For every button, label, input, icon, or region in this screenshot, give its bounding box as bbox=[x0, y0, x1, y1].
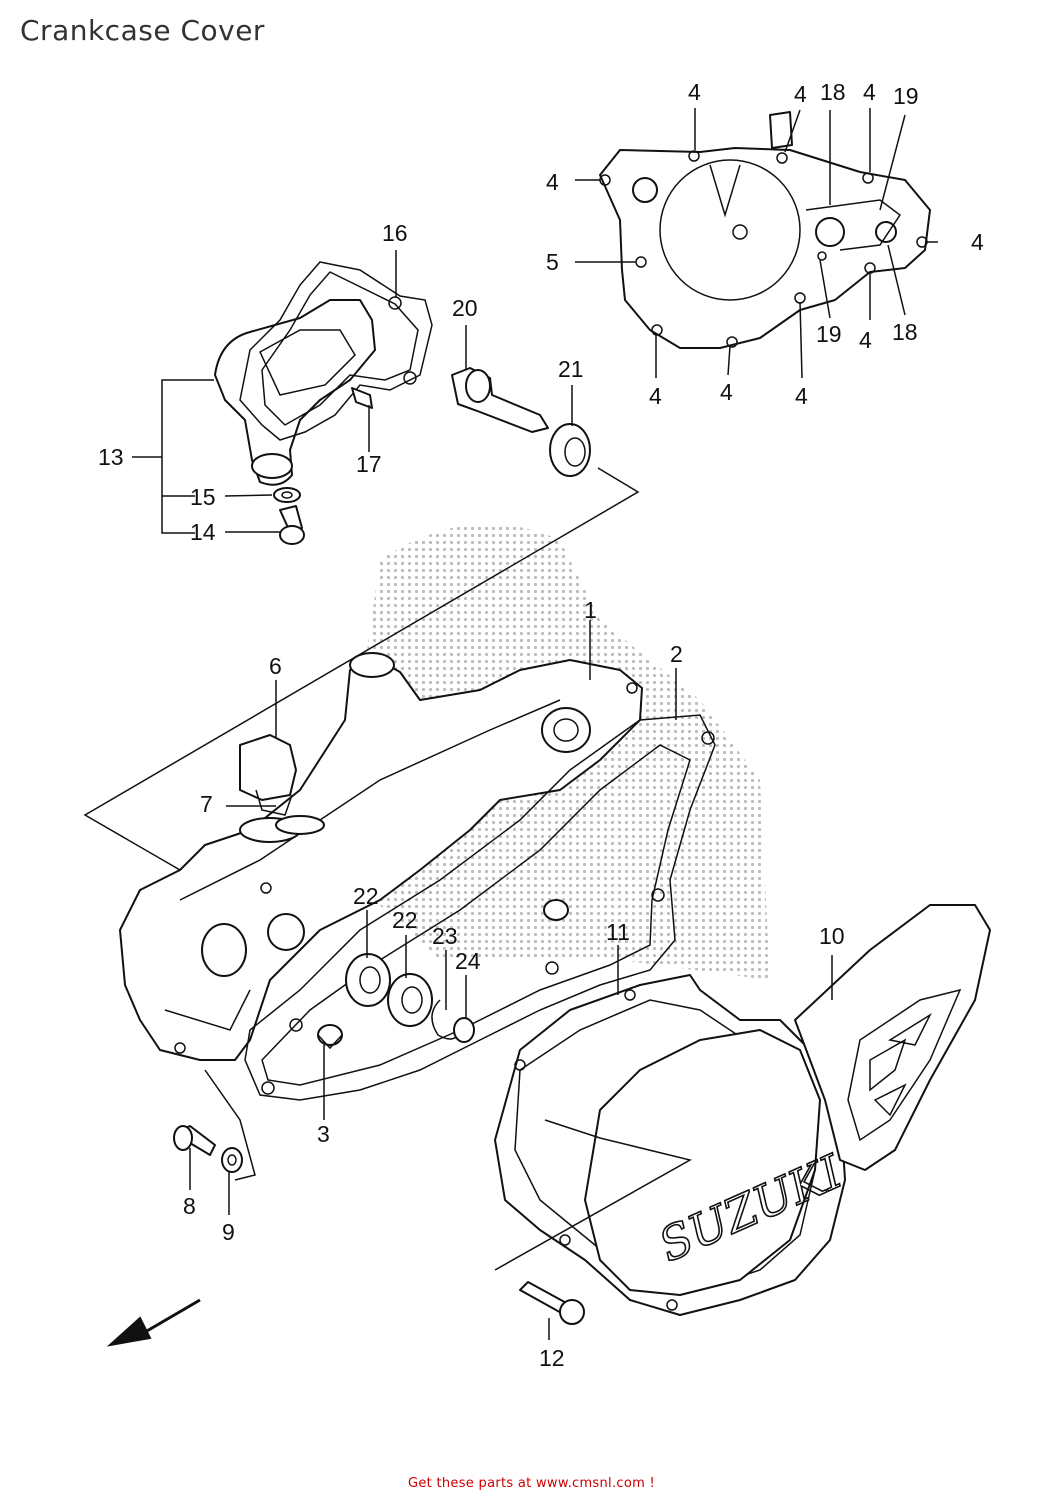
dowel-pin-3-part bbox=[317, 1024, 343, 1050]
callout-4e: 4 bbox=[971, 229, 984, 255]
bearing-22a-part bbox=[345, 953, 391, 1007]
page-title: Crankcase Cover bbox=[20, 14, 265, 47]
callout-9: 9 bbox=[222, 1219, 235, 1245]
washer-15-part bbox=[273, 487, 301, 503]
callout-17: 17 bbox=[356, 451, 382, 477]
bolt-8-part bbox=[173, 1125, 216, 1156]
callout-4f: 4 bbox=[859, 327, 872, 353]
inner-cover-part bbox=[599, 111, 931, 349]
oil-seal-21-part bbox=[549, 423, 591, 477]
washer-9-part bbox=[221, 1147, 243, 1173]
o-ring-7-part bbox=[275, 815, 325, 835]
callout-7: 7 bbox=[200, 791, 213, 817]
callout-19b: 19 bbox=[816, 321, 842, 347]
water-pump-gasket-part bbox=[239, 261, 433, 441]
leader-lines bbox=[83, 108, 938, 1340]
callout-13: 13 bbox=[98, 444, 124, 470]
callout-6: 6 bbox=[269, 653, 282, 679]
callout-18b: 18 bbox=[892, 319, 918, 345]
oil-filler-cap-6-part bbox=[239, 734, 297, 816]
callout-22b: 22 bbox=[392, 907, 418, 933]
callout-23: 23 bbox=[432, 923, 458, 949]
callout-10: 10 bbox=[819, 923, 845, 949]
callout-4h: 4 bbox=[720, 379, 733, 405]
callout-4a: 4 bbox=[688, 79, 701, 105]
direction-arrow-icon bbox=[106, 1298, 201, 1347]
callout-4b: 4 bbox=[794, 81, 807, 107]
bolt-14-part bbox=[279, 505, 305, 545]
callout-2: 2 bbox=[670, 641, 683, 667]
callout-20: 20 bbox=[452, 295, 478, 321]
gasket-2-part bbox=[244, 714, 716, 1101]
callout-21: 21 bbox=[558, 356, 584, 382]
pump-shaft-20-part bbox=[451, 367, 549, 433]
callout-22a: 22 bbox=[353, 883, 379, 909]
ring-24-part bbox=[453, 1017, 475, 1043]
callout-18a: 18 bbox=[820, 79, 846, 105]
water-pump-housing-part bbox=[214, 299, 376, 486]
callout-4d: 4 bbox=[546, 169, 559, 195]
callout-24: 24 bbox=[455, 948, 481, 974]
callout-labels: 1 2 3 4 4 4 4 4 4 4 4 4 5 6 7 8 9 10 11 … bbox=[98, 79, 984, 1371]
crankcase-cover-1-part bbox=[119, 652, 643, 1061]
callout-14: 14 bbox=[190, 519, 216, 545]
magneto-cover-11-part: SUZUKI bbox=[494, 974, 851, 1316]
sprocket-cover-10-part bbox=[794, 904, 991, 1171]
dowel-pin-17-part bbox=[351, 387, 373, 409]
callout-19a: 19 bbox=[893, 83, 919, 109]
callout-8: 8 bbox=[183, 1193, 196, 1219]
callout-1: 1 bbox=[584, 597, 597, 623]
callout-12: 12 bbox=[539, 1345, 565, 1371]
callout-11: 11 bbox=[606, 919, 630, 945]
callout-3: 3 bbox=[317, 1121, 330, 1147]
footer-link[interactable]: Get these parts at www.cmsnl.com ! bbox=[407, 1476, 655, 1491]
callout-4c: 4 bbox=[863, 79, 876, 105]
callout-15: 15 bbox=[190, 484, 216, 510]
callout-5: 5 bbox=[546, 249, 559, 275]
callout-4i: 4 bbox=[795, 383, 808, 409]
bearing-22b-part bbox=[387, 973, 433, 1027]
bolt-12-part bbox=[519, 1281, 585, 1325]
callout-16: 16 bbox=[382, 220, 408, 246]
callout-4g: 4 bbox=[649, 383, 662, 409]
